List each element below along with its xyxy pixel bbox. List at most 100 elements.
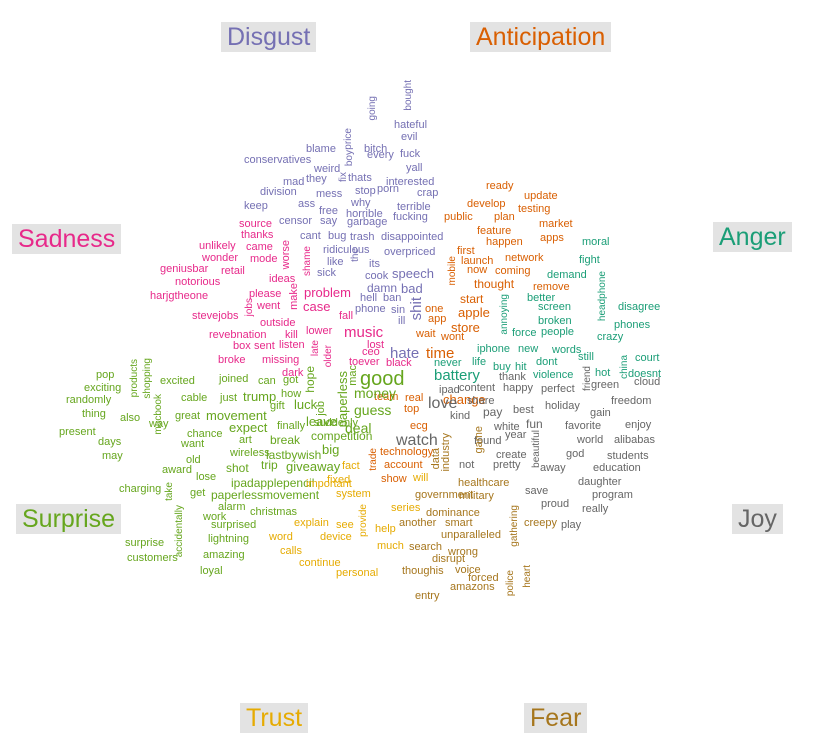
- word-fear: amazons: [450, 581, 495, 593]
- word-surprise: pop: [96, 369, 115, 381]
- word-sadness: came: [246, 241, 273, 253]
- word-disgust: the: [350, 248, 361, 262]
- word-trust: fact: [342, 460, 360, 472]
- word-anticipation: apple: [458, 305, 490, 320]
- word-disgust: ill: [398, 315, 406, 327]
- word-surprise: customers: [127, 552, 178, 564]
- word-disgust: division: [260, 186, 297, 198]
- word-sadness: please: [249, 288, 282, 300]
- word-joy: thank: [499, 371, 526, 383]
- word-trust: personal: [336, 567, 379, 579]
- word-disgust: ridiculous: [323, 244, 370, 256]
- word-trust: calls: [280, 545, 303, 557]
- word-anger: fight: [579, 254, 600, 266]
- word-anticipation: mobile: [447, 256, 458, 286]
- word-surprise: surprised: [211, 519, 257, 531]
- word-surprise: break: [270, 433, 301, 447]
- word-joy: found: [474, 435, 502, 447]
- word-fear: entry: [415, 590, 440, 602]
- word-anticipation: wait: [416, 328, 436, 340]
- word-disgust: crap: [417, 187, 439, 199]
- word-sadness: revebnation: [209, 329, 267, 341]
- word-disgust: keep: [244, 200, 268, 212]
- word-disgust: bitch: [364, 143, 388, 155]
- word-anger: moral: [582, 236, 610, 248]
- word-disgust: like: [327, 256, 344, 268]
- word-surprise: trump: [243, 389, 277, 404]
- word-anticipation: show: [381, 473, 407, 485]
- word-anger: hot: [595, 367, 611, 379]
- word-disgust: fuck: [400, 148, 421, 160]
- word-anger: iphone: [477, 343, 511, 355]
- word-sadness: sent: [254, 340, 275, 352]
- word-sadness: ceo: [362, 346, 380, 358]
- word-anticipation: plan: [494, 211, 515, 223]
- word-surprise: how: [281, 388, 302, 400]
- word-surprise: accidentally: [174, 505, 185, 558]
- word-disgust: speech: [392, 266, 434, 281]
- category-label-surprise: Surprise: [16, 504, 122, 534]
- word-anger: violence: [533, 369, 574, 381]
- word-anger: headphone: [597, 271, 608, 322]
- word-trust: important: [306, 478, 352, 490]
- word-disgust: sick: [317, 267, 336, 279]
- word-anticipation: technology: [380, 446, 434, 458]
- word-anticipation: trade: [368, 448, 379, 471]
- word-sadness: ideas: [269, 273, 296, 285]
- word-disgust: mess: [316, 188, 343, 200]
- word-surprise: charging: [119, 483, 162, 495]
- word-disgust: every: [367, 149, 394, 161]
- word-disgust: trash: [350, 231, 375, 243]
- word-anticipation: network: [505, 252, 544, 264]
- word-surprise: guess: [354, 402, 392, 418]
- word-anticipation: wont: [441, 331, 465, 343]
- word-joy: love: [428, 395, 458, 412]
- word-surprise: gift: [270, 400, 285, 412]
- word-anger: phones: [614, 319, 651, 331]
- word-trust: help: [375, 523, 396, 535]
- word-anticipation: now: [467, 264, 488, 276]
- word-surprise: products: [129, 359, 140, 398]
- word-anticipation: app: [428, 313, 447, 325]
- word-surprise: exciting: [84, 382, 122, 394]
- word-surprise: money: [354, 385, 397, 401]
- word-sadness: older: [323, 345, 334, 368]
- category-label-anger: Anger: [713, 222, 792, 252]
- word-fear: search: [409, 541, 443, 553]
- word-disgust: ass: [298, 198, 316, 210]
- word-joy: pretty: [493, 459, 521, 471]
- word-disgust: mad: [283, 176, 305, 188]
- word-disgust: say: [320, 215, 338, 227]
- word-fear: dominance: [426, 507, 480, 519]
- word-joy: program: [592, 489, 633, 501]
- word-anticipation: launch: [461, 255, 494, 267]
- word-surprise: deal: [345, 420, 372, 436]
- word-anger: better: [527, 292, 556, 304]
- word-surprise: ipadapplepencil: [231, 476, 315, 490]
- word-sadness: box: [233, 340, 251, 352]
- word-disgust: why: [351, 197, 371, 209]
- word-disgust: terrible: [397, 201, 431, 213]
- word-joy: save: [525, 485, 549, 497]
- word-joy: create: [496, 449, 527, 461]
- word-joy: friend: [582, 366, 593, 392]
- word-joy: really: [582, 503, 609, 515]
- word-surprise: may: [102, 450, 123, 462]
- word-anticipation: store: [451, 320, 480, 335]
- word-sadness: source: [239, 218, 273, 230]
- word-anticipation: top: [404, 403, 420, 415]
- word-joy: daughter: [578, 476, 622, 488]
- word-anger: life: [472, 356, 487, 368]
- word-anger: words: [552, 344, 582, 356]
- word-fear: military: [459, 490, 494, 502]
- word-disgust: porn: [377, 183, 400, 195]
- word-disgust: its: [369, 258, 380, 270]
- word-anticipation: team: [374, 391, 399, 403]
- word-sadness: case: [303, 299, 331, 314]
- word-anger: annoying: [499, 294, 510, 335]
- word-surprise: art: [239, 434, 252, 446]
- word-joy: green: [591, 379, 620, 391]
- word-disgust: garbage: [347, 216, 388, 228]
- word-surprise: good: [360, 368, 405, 390]
- word-anticipation: change: [443, 392, 486, 407]
